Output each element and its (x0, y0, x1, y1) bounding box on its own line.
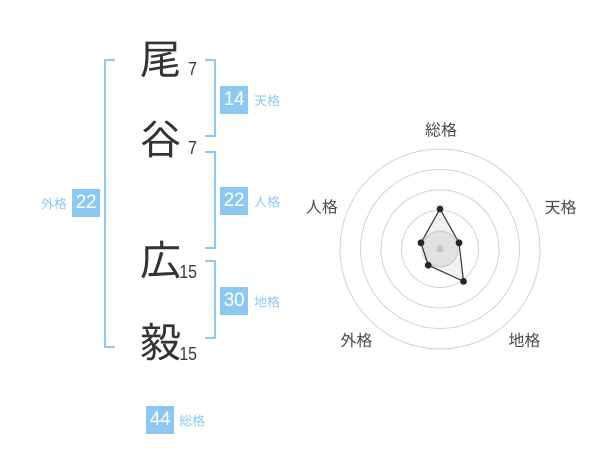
kanji-glyph (266, 195, 280, 208)
jinkaku-value-badge: 22 (220, 187, 248, 215)
radar-vertex-dot (417, 239, 425, 247)
radar-axis-label (340, 332, 373, 348)
radar-axis-label (508, 332, 541, 348)
kanji-glyph (266, 94, 280, 107)
kanji-glyph (140, 322, 180, 361)
name-character-3 (140, 239, 181, 280)
radar-axis-label (545, 199, 577, 215)
gaikaku-label (41, 197, 67, 210)
chikaku-bracket (205, 260, 216, 339)
jinkaku-label (253, 195, 280, 208)
tenkaku-label (254, 94, 280, 107)
kanji-glyph (141, 120, 180, 158)
name-character-1 (140, 38, 181, 79)
gaikaku-value-badge: 22 (72, 189, 100, 217)
radar-axis-label (425, 122, 457, 137)
gaikaku-bracket (104, 59, 115, 348)
radar-grid-ring (360, 169, 520, 329)
tenkaku-value-badge: 14 (220, 86, 248, 114)
stroke-count-4: 15 (179, 343, 197, 364)
tenkaku-bracket (205, 59, 216, 137)
name-character-4 (140, 321, 181, 362)
radar-vertex-dot (436, 205, 444, 213)
radar-value-polygon (420, 208, 465, 282)
radar-vertex-dot (455, 239, 463, 247)
jinkaku-bracket (205, 151, 216, 249)
stroke-count-2: 7 (188, 137, 197, 158)
kanji-glyph (254, 95, 267, 107)
radar-vertex-dot (424, 261, 432, 269)
soukaku-value-badge: 44 (146, 406, 174, 434)
kanji-glyph (179, 414, 192, 427)
chikaku-label (253, 295, 280, 308)
kanji-glyph (140, 240, 180, 279)
kanji-glyph (253, 195, 267, 208)
kanji-glyph (54, 197, 67, 210)
kanji-glyph (192, 414, 205, 427)
soukaku-label (179, 414, 205, 427)
radar-grid-ring (339, 148, 541, 350)
stroke-count-1: 7 (188, 59, 197, 79)
kanji-glyph (41, 197, 54, 210)
radar-grid-ring (380, 189, 500, 309)
name-character-2 (140, 118, 181, 159)
kanji-glyph (266, 295, 280, 308)
kanji-glyph (253, 295, 267, 308)
radar-axis-label (306, 199, 338, 214)
radar-grid-ring (421, 230, 459, 268)
chikaku-value-badge: 30 (220, 287, 248, 315)
stroke-count-3: 15 (179, 262, 197, 282)
kanji-glyph (140, 41, 179, 78)
radar-vertex-dot (460, 277, 467, 285)
radar-center-dot (436, 245, 444, 253)
